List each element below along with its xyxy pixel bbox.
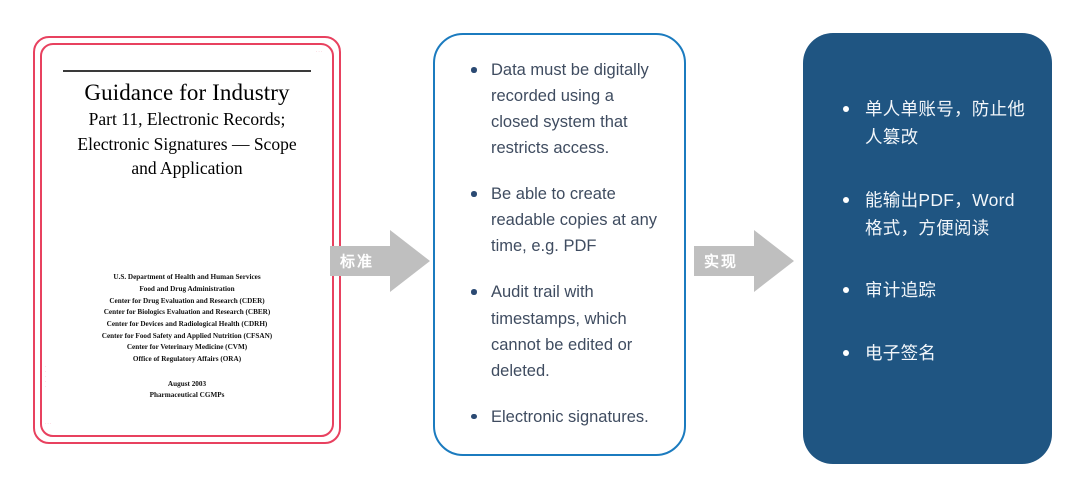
requirement-item: Electronic signatures. — [449, 404, 666, 430]
arrow-right-icon — [330, 230, 430, 292]
arrow-standard: 标准 — [330, 230, 430, 292]
feature-item: 电子签名 — [821, 339, 1032, 367]
requirement-item: Be able to create readable copies at any… — [449, 181, 666, 259]
agency-line: Center for Drug Evaluation and Research … — [109, 296, 265, 305]
requirements-panel: Data must be digitally recorded using a … — [433, 33, 686, 456]
arrow-implement-label: 实现 — [704, 253, 739, 271]
requirements-list: Data must be digitally recorded using a … — [449, 57, 666, 430]
requirement-item: Audit trail with timestamps, which canno… — [449, 279, 666, 383]
agency-line: Food and Drug Administration — [139, 285, 235, 294]
document-subject: Pharmaceutical CGMPs — [149, 391, 225, 400]
title-divider-rule — [63, 70, 311, 72]
document-title-main: Guidance for Industry — [84, 80, 290, 105]
guidance-document-panel: ··· ····· ··· Guidance for Industry Part… — [33, 36, 341, 444]
document-body-spacer — [51, 179, 323, 272]
document-date: August 2003 — [167, 379, 207, 388]
arrow-right-icon — [694, 230, 794, 292]
requirement-item: Data must be digitally recorded using a … — [449, 57, 666, 161]
agency-line: Office of Regulatory Affairs (ORA) — [132, 355, 242, 364]
document-title-block: Guidance for Industry Part 11, Electroni… — [51, 72, 323, 179]
issuing-agency-block: U.S. Department of Health and Human Serv… — [51, 272, 323, 365]
arrow-implement: 实现 — [694, 230, 794, 292]
features-panel: 单人单账号，防止他人篡改 能输出PDF，Word格式，方便阅读 审计追踪 电子签… — [803, 33, 1052, 464]
agency-line: Center for Biologics Evaluation and Rese… — [103, 308, 271, 317]
guidance-document-content: Guidance for Industry Part 11, Electroni… — [51, 54, 323, 428]
document-title-sub-line-1: Part 11, Electronic Records; — [88, 109, 286, 130]
page-edge-marks-left: ····· — [45, 364, 47, 389]
feature-item: 审计追踪 — [821, 276, 1032, 304]
document-footer-block: August 2003 Pharmaceutical CGMPs — [51, 379, 323, 402]
agency-line: U.S. Department of Health and Human Serv… — [113, 273, 261, 282]
features-list: 单人单账号，防止他人篡改 能输出PDF，Word格式，方便阅读 审计追踪 电子签… — [821, 95, 1032, 367]
guidance-document-page-frame: ··· ····· ··· Guidance for Industry Part… — [40, 43, 334, 437]
document-title-sub-line-2: Electronic Signatures — Scope — [77, 133, 297, 154]
agency-line: Center for Veterinary Medicine (CVM) — [126, 343, 248, 352]
agency-line: Center for Food Safety and Applied Nutri… — [101, 331, 273, 340]
arrow-standard-label: 标准 — [340, 253, 375, 271]
feature-item: 能输出PDF，Word格式，方便阅读 — [821, 186, 1032, 243]
page-edge-marks-top: ··· — [316, 49, 323, 54]
feature-item: 单人单账号，防止他人篡改 — [821, 95, 1032, 152]
agency-line: Center for Devices and Radiological Heal… — [106, 320, 268, 329]
page-edge-marks-bottom: ··· — [45, 421, 52, 426]
document-title-sub-line-3: and Application — [131, 157, 243, 178]
